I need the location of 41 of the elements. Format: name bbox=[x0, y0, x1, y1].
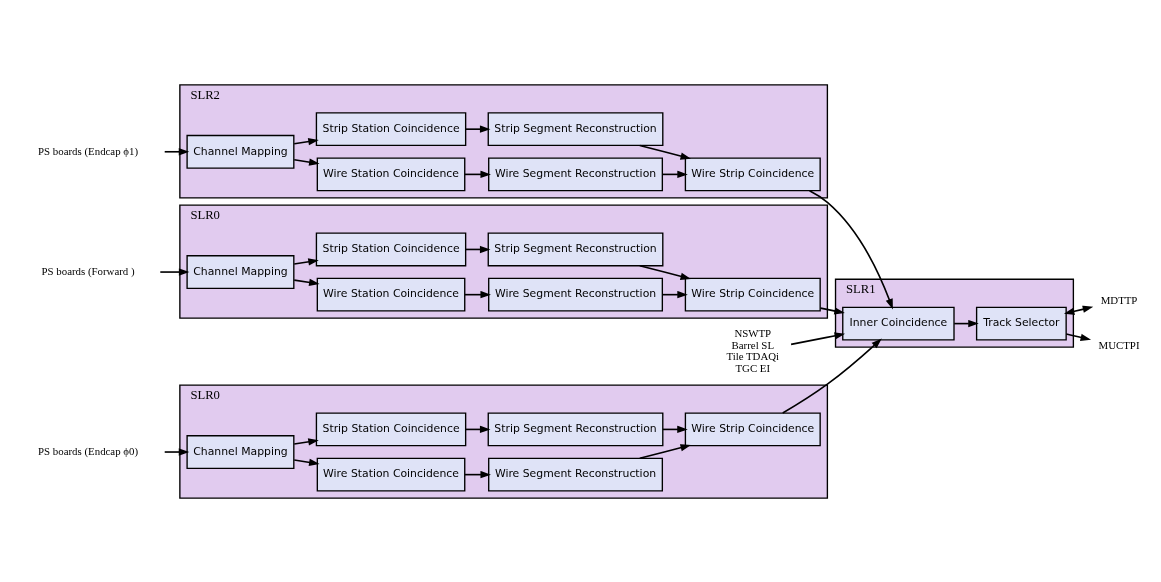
node-box: Wire Segment Reconstruction bbox=[488, 156, 664, 191]
arrow bbox=[781, 337, 882, 414]
node-text: MDTTP bbox=[1100, 293, 1138, 306]
node-box: Strip Station Coincidence bbox=[315, 232, 467, 266]
node-box: Wire Station Coincidence bbox=[316, 156, 466, 191]
node-box: Wire Station Coincidence bbox=[316, 457, 466, 492]
node-text: PS boards (Endcap ϕ0) bbox=[38, 444, 139, 457]
arrow bbox=[790, 331, 846, 345]
arrow bbox=[819, 306, 845, 315]
node-box: Strip Station Coincidence bbox=[315, 111, 467, 146]
arrow bbox=[293, 257, 319, 265]
arrow bbox=[293, 137, 319, 145]
arrow bbox=[293, 157, 320, 166]
node-box: Wire Strip Coincidence bbox=[684, 411, 821, 446]
arrow bbox=[163, 447, 190, 456]
node-box: Strip Segment Reconstruction bbox=[487, 111, 664, 146]
node-box: Channel Mapping bbox=[186, 254, 295, 289]
node-box: Wire Station Coincidence bbox=[316, 277, 466, 312]
node-box: Inner Coincidence bbox=[842, 306, 955, 341]
arrow bbox=[808, 189, 893, 309]
arrow bbox=[464, 124, 491, 133]
node-box: Wire Segment Reconstruction bbox=[488, 277, 664, 312]
arrow bbox=[159, 267, 190, 276]
node-text: PS boards (Endcap ϕ1) bbox=[38, 144, 139, 157]
arrow bbox=[1065, 332, 1092, 341]
node-text: PS boards (Forward ) bbox=[41, 264, 135, 277]
arrow bbox=[293, 437, 319, 445]
node-box: Wire Strip Coincidence bbox=[684, 156, 821, 191]
node-box: Wire Strip Coincidence bbox=[684, 277, 821, 312]
node-text: MUCTPI bbox=[1098, 338, 1140, 351]
node-box: Channel Mapping bbox=[186, 134, 295, 169]
node-text: NSWTP Barrel SL Tile TDAQi TGC EI bbox=[726, 326, 780, 374]
node-box: Strip Station Coincidence bbox=[315, 411, 467, 446]
node-box: Channel Mapping bbox=[186, 434, 295, 469]
node-box: Track Selector bbox=[975, 306, 1067, 341]
arrow bbox=[293, 278, 320, 286]
arrow bbox=[163, 147, 190, 155]
node-box: Strip Segment Reconstruction bbox=[487, 232, 664, 266]
node-box: Strip Segment Reconstruction bbox=[487, 411, 664, 446]
arrow bbox=[293, 458, 320, 466]
node-box: Wire Segment Reconstruction bbox=[488, 457, 664, 492]
